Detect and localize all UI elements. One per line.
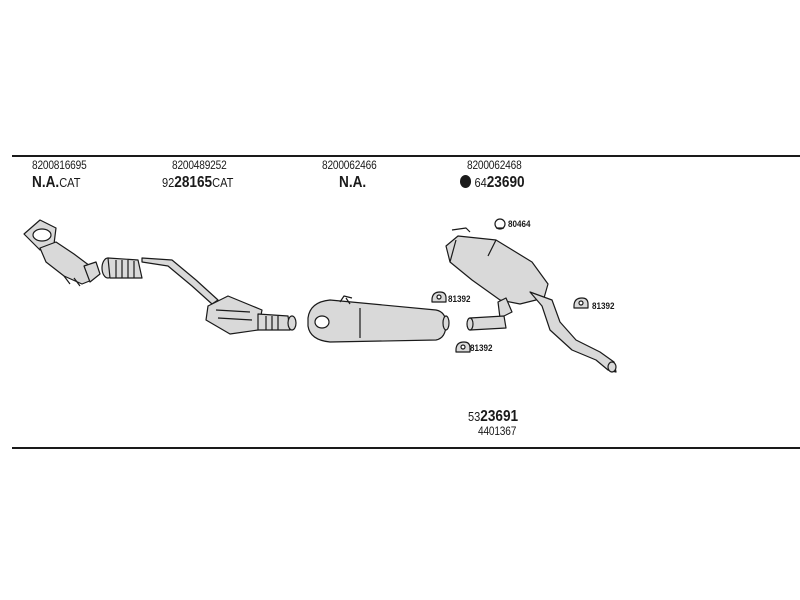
- top-rule: [12, 155, 800, 157]
- ref-prefix: 53: [468, 409, 481, 424]
- bullet-icon: [460, 175, 472, 188]
- ref-suffix: CAT: [59, 175, 81, 190]
- bottom-rule: [12, 447, 800, 449]
- clamp-ring-icon: [494, 218, 506, 230]
- ref-middle-silencer: N.A.: [339, 174, 366, 192]
- catalyst-illustration: [101, 257, 297, 335]
- ref-suffix: CAT: [212, 175, 234, 190]
- ref-main: 28165: [174, 174, 213, 191]
- rear-silencer-illustration: [445, 227, 617, 373]
- clamp-label: 81392: [448, 294, 471, 305]
- ref-main: N.A.: [339, 174, 367, 191]
- clamp-label: 80464: [508, 219, 531, 230]
- front-pipe-illustration: [23, 219, 101, 287]
- part-number-rear-silencer: 8200062468: [467, 160, 522, 172]
- part-number-front-pipe: 8200816695: [32, 160, 87, 172]
- clamp-label: 81392: [470, 343, 493, 354]
- part-number-mounting-kit: 4401367: [478, 426, 517, 438]
- middle-silencer-illustration: [307, 295, 450, 343]
- ref-main: N.A.: [32, 174, 60, 191]
- rubber-mount-icon: [455, 341, 471, 353]
- rubber-mount-icon: [431, 291, 447, 303]
- ref-catalyst: 9228165CAT: [162, 174, 233, 192]
- clamp-label: 81392: [592, 301, 615, 312]
- rubber-mount-icon: [573, 297, 589, 309]
- ref-main: 23691: [480, 408, 519, 425]
- ref-mounting-kit: 5323691: [468, 408, 518, 426]
- part-number-catalyst: 8200489252: [172, 160, 227, 172]
- ref-front-pipe: N.A.CAT: [32, 174, 80, 192]
- ref-prefix: 92: [162, 175, 175, 190]
- ref-rear-silencer: 6423690: [460, 174, 525, 192]
- ref-main: 23690: [486, 174, 525, 191]
- part-number-middle-silencer: 8200062466: [322, 160, 377, 172]
- ref-prefix: 64: [474, 175, 487, 190]
